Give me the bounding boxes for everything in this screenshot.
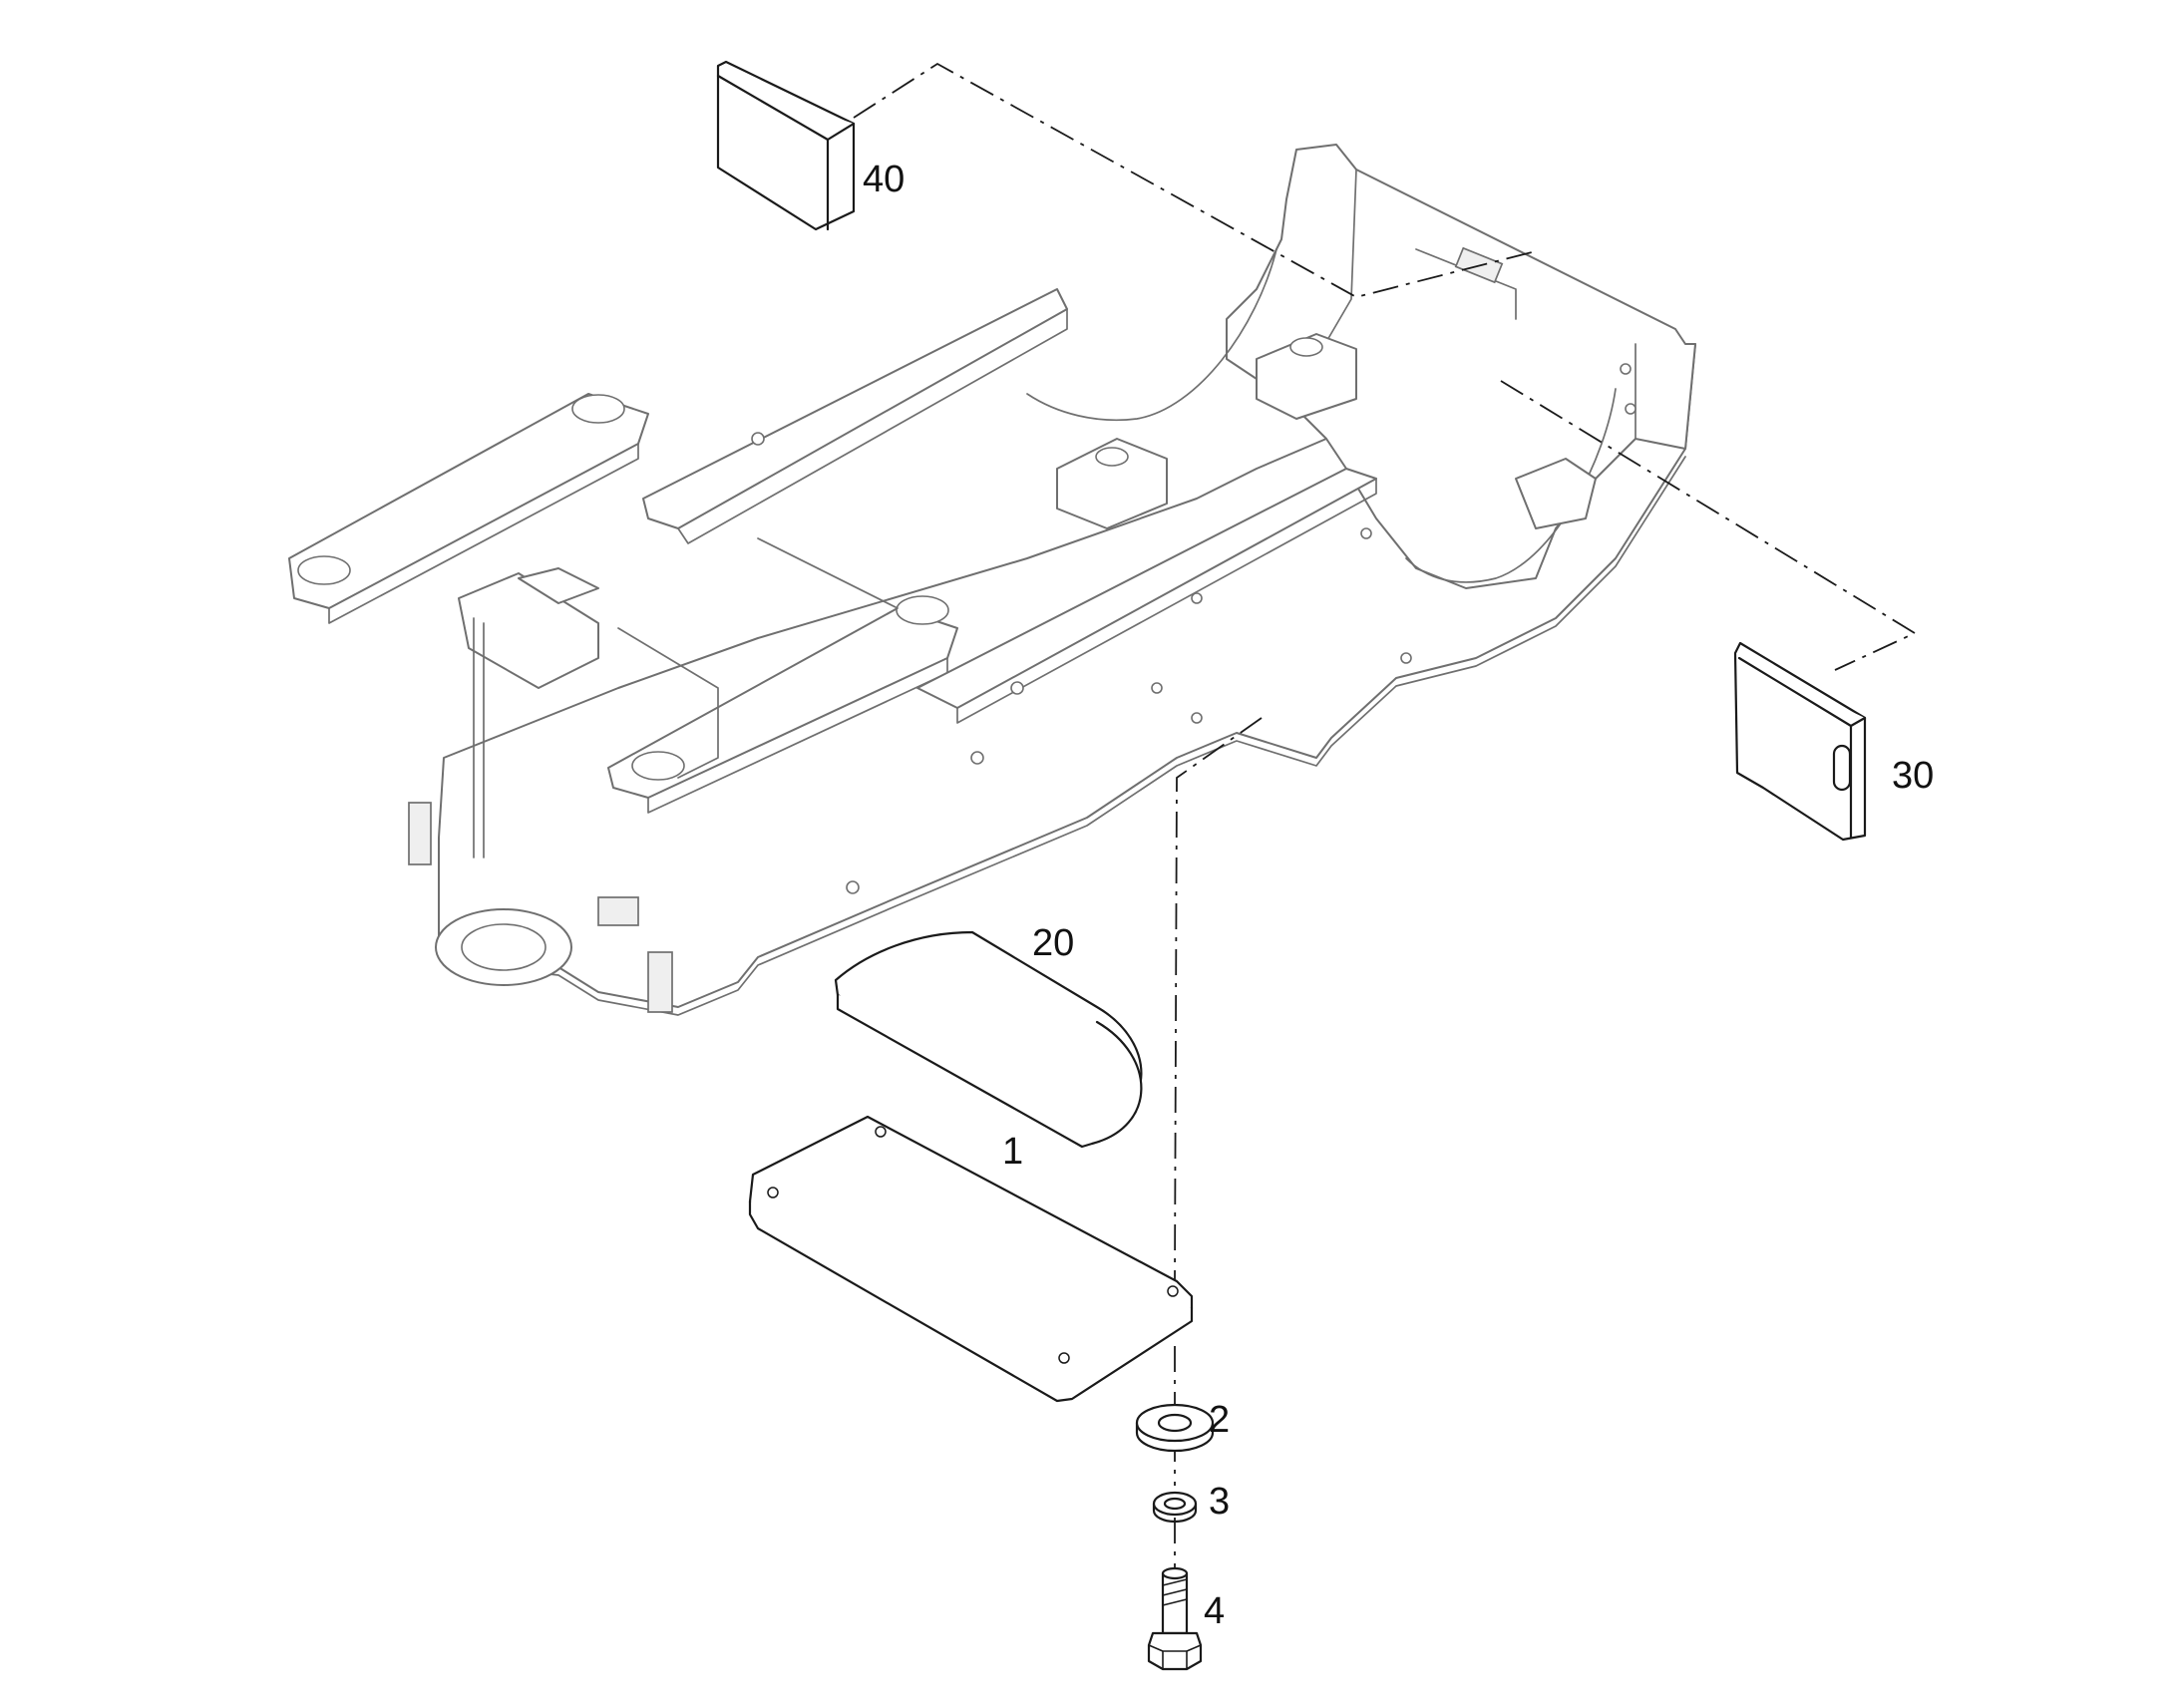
callout-4: 4 xyxy=(1204,1590,1225,1632)
callout-40: 40 xyxy=(863,159,905,200)
callout-20: 20 xyxy=(1032,922,1074,964)
hex-bolt-part[interactable] xyxy=(1147,1518,1203,1671)
callout-1: 1 xyxy=(1002,1131,1023,1173)
slotted-plate-part[interactable] xyxy=(1733,641,1867,842)
lock-washer-part[interactable] xyxy=(1152,1491,1198,1524)
upper-frame-assembly xyxy=(288,144,1696,1016)
callout-2: 2 xyxy=(1209,1399,1230,1441)
flat-plate-part[interactable] xyxy=(748,1115,1194,1403)
callout-3: 3 xyxy=(1209,1481,1230,1523)
rounded-pad-part[interactable] xyxy=(834,930,1143,1149)
callout-30: 30 xyxy=(1892,755,1934,797)
rubber-block-part[interactable] xyxy=(716,60,856,231)
washer-part[interactable] xyxy=(1135,1403,1215,1453)
